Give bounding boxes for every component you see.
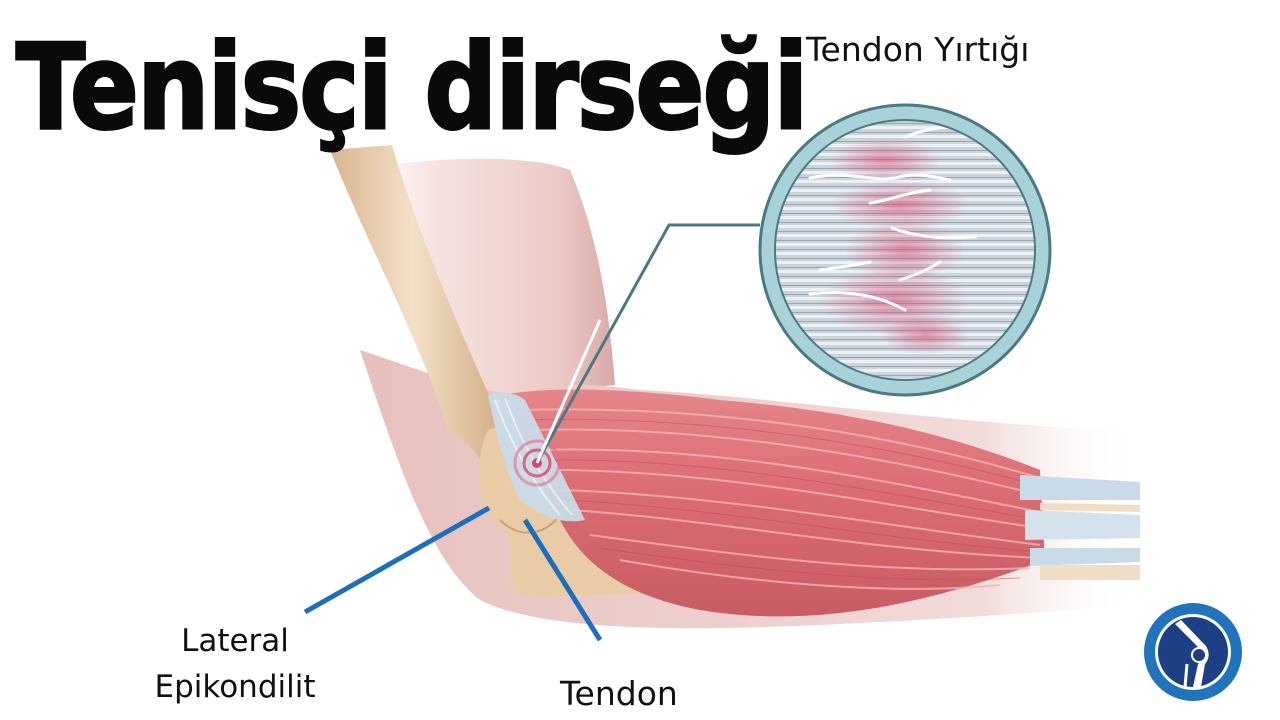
tendon-label: Tendon <box>560 674 678 713</box>
lateral-epicondylitis-label: Lateral Epikondilit <box>140 618 330 710</box>
tendon-pointer <box>522 518 603 642</box>
page-title: Tenisçi dirseği <box>15 18 810 156</box>
knee-joint-logo-icon <box>1144 603 1242 701</box>
lateral-label-line2: Epikondilit <box>154 669 316 705</box>
forearm-muscle <box>500 389 1045 617</box>
humerus-bone <box>330 145 515 500</box>
tendon-tear-magnified-circle <box>758 103 1052 397</box>
tear-callout-line-inner <box>535 319 602 464</box>
common-extensor-tendon <box>488 392 585 522</box>
tendon-tear-label: Tendon Yırtığı <box>806 30 1030 69</box>
tear-callout-line <box>535 223 760 464</box>
lateral-epicondylitis-pointer <box>303 505 491 615</box>
lateral-label-line1: Lateral <box>181 623 289 659</box>
